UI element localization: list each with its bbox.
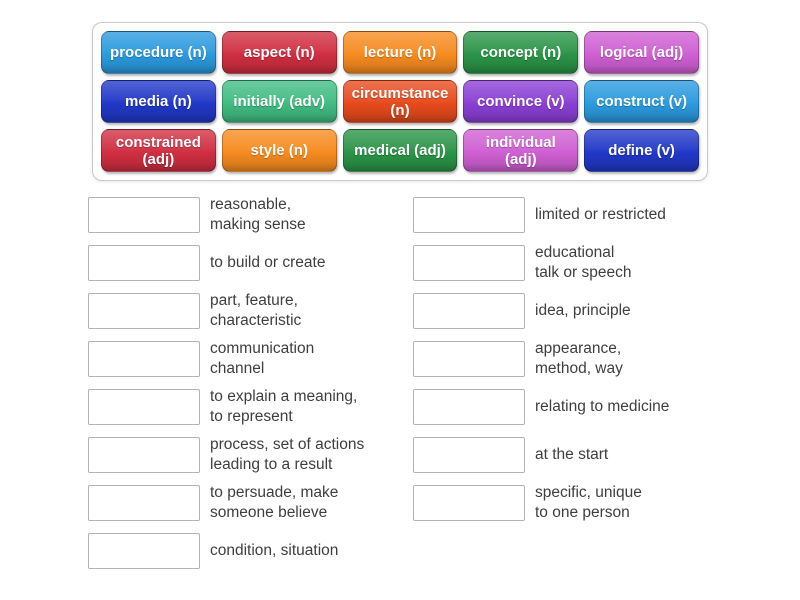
- definition-text: process, set of actions leading to a res…: [210, 436, 365, 473]
- answer-slot[interactable]: [413, 437, 525, 473]
- word-tile-label: convince (v): [477, 93, 565, 110]
- answer-slot[interactable]: [88, 197, 200, 233]
- word-tile-procedure[interactable]: procedure (n): [101, 31, 216, 74]
- word-tile-medical[interactable]: medical (adj): [342, 129, 458, 172]
- word-tile-initially[interactable]: initially (adv): [221, 80, 337, 123]
- answer-slot[interactable]: [88, 533, 200, 569]
- word-tile-label: lecture (n): [363, 44, 437, 61]
- definition-row: communication channel: [88, 340, 413, 377]
- definition-text: to explain a meaning, to represent: [210, 388, 358, 425]
- word-tile-construct[interactable]: construct (v): [584, 80, 699, 123]
- definition-text: appearance, method, way: [535, 340, 623, 377]
- word-tile-lecture[interactable]: lecture (n): [342, 31, 458, 74]
- answer-slot[interactable]: [88, 437, 200, 473]
- word-tile-constrained[interactable]: constrained (adj): [101, 129, 216, 172]
- definition-text: at the start: [535, 446, 609, 463]
- word-tile-media[interactable]: media (n): [101, 80, 216, 123]
- answer-slot[interactable]: [413, 341, 525, 377]
- definition-text: to persuade, make someone believe: [210, 484, 339, 521]
- definition-row: to build or create: [88, 245, 413, 281]
- definitions-column-left: reasonable, making sense to build or cre…: [88, 196, 413, 581]
- definitions-column-right: limited or restricted educational talk o…: [413, 197, 738, 581]
- definition-row: idea, principle: [413, 293, 738, 329]
- definition-row: reasonable, making sense: [88, 196, 413, 233]
- word-tile-label: aspect (n): [243, 44, 315, 61]
- definition-text: communication channel: [210, 340, 315, 377]
- definition-row: process, set of actions leading to a res…: [88, 436, 413, 473]
- word-tile-label: concept (n): [480, 44, 562, 61]
- definition-text: educational talk or speech: [535, 244, 632, 281]
- definitions-area: reasonable, making sense to build or cre…: [0, 196, 800, 581]
- definition-row: limited or restricted: [413, 197, 738, 233]
- definition-row: part, feature, characteristic: [88, 292, 413, 329]
- word-tile-logical[interactable]: logical (adj): [584, 31, 699, 74]
- word-tile-label: constrained (adj): [115, 133, 201, 168]
- word-tile-define[interactable]: define (v): [584, 129, 699, 172]
- word-tile-label: style (n): [250, 142, 308, 159]
- word-bank-panel: procedure (n) aspect (n) lecture (n) con…: [92, 22, 708, 181]
- answer-slot[interactable]: [413, 293, 525, 329]
- answer-slot[interactable]: [88, 485, 200, 521]
- definition-text: to build or create: [210, 254, 326, 271]
- answer-slot[interactable]: [413, 197, 525, 233]
- word-tile-label: circumstance (n): [351, 84, 449, 119]
- definition-text: part, feature, characteristic: [210, 292, 302, 329]
- definition-row: educational talk or speech: [413, 244, 738, 281]
- definition-text: relating to medicine: [535, 398, 670, 415]
- answer-slot[interactable]: [413, 485, 525, 521]
- definition-row: at the start: [413, 437, 738, 473]
- answer-slot[interactable]: [88, 389, 200, 425]
- answer-slot[interactable]: [88, 293, 200, 329]
- definition-row: relating to medicine: [413, 389, 738, 425]
- word-tile-label: logical (adj): [599, 44, 684, 61]
- word-tile-label: media (n): [125, 93, 192, 110]
- answer-slot[interactable]: [88, 341, 200, 377]
- word-tile-convince[interactable]: convince (v): [463, 80, 579, 123]
- definition-text: limited or restricted: [535, 206, 666, 223]
- word-tile-label: construct (v): [596, 93, 688, 110]
- definition-row: to persuade, make someone believe: [88, 484, 413, 521]
- word-tile-individual[interactable]: individual (adj): [463, 129, 579, 172]
- definition-row: specific, unique to one person: [413, 484, 738, 521]
- word-tile-label: procedure (n): [110, 44, 207, 61]
- word-tile-style[interactable]: style (n): [221, 129, 337, 172]
- word-tile-label: individual (adj): [485, 133, 556, 168]
- word-tile-label: medical (adj): [354, 142, 446, 159]
- word-tile-circumstance[interactable]: circumstance (n): [342, 80, 458, 123]
- definition-text: idea, principle: [535, 302, 631, 319]
- word-tile-concept[interactable]: concept (n): [463, 31, 579, 74]
- word-tile-label: define (v): [608, 142, 675, 159]
- answer-slot[interactable]: [413, 389, 525, 425]
- definition-row: appearance, method, way: [413, 340, 738, 377]
- definition-text: specific, unique to one person: [535, 484, 642, 521]
- word-tile-aspect[interactable]: aspect (n): [221, 31, 337, 74]
- definition-text: condition, situation: [210, 542, 339, 559]
- definition-row: to explain a meaning, to represent: [88, 388, 413, 425]
- word-tile-label: initially (adv): [233, 93, 326, 110]
- definition-row: condition, situation: [88, 533, 413, 569]
- answer-slot[interactable]: [413, 245, 525, 281]
- definition-text: reasonable, making sense: [210, 196, 306, 233]
- answer-slot[interactable]: [88, 245, 200, 281]
